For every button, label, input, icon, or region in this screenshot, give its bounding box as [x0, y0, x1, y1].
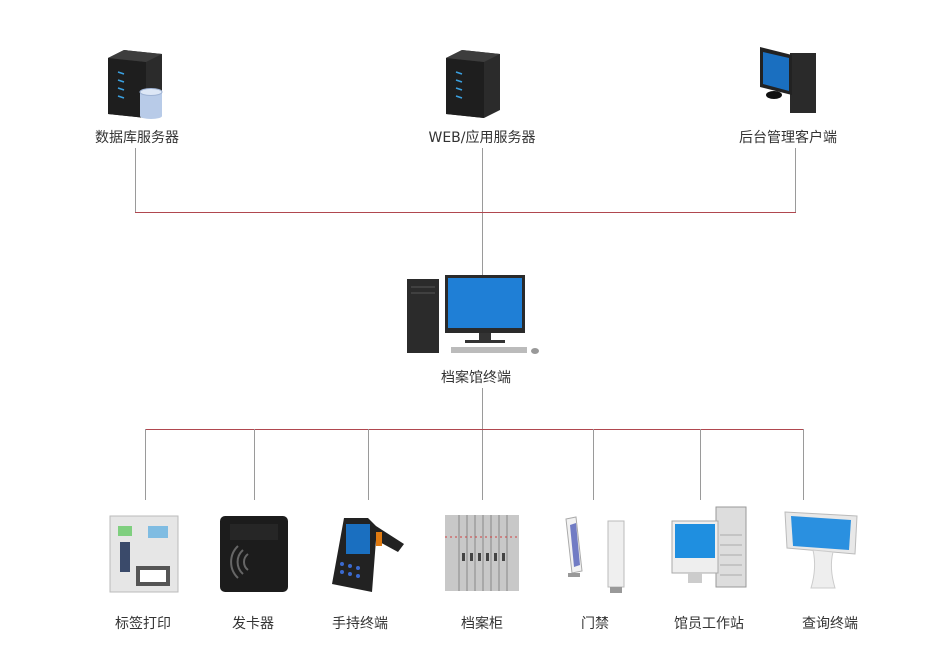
server-label: 后台管理客户端 — [739, 130, 837, 146]
device-bus-line — [145, 429, 804, 430]
handheld-terminal-icon — [328, 514, 408, 594]
label-printer-icon — [108, 514, 180, 594]
connector-device — [368, 429, 369, 500]
connector-admin — [795, 148, 796, 212]
admin-client-icon — [758, 45, 820, 115]
device-label: 手持终端 — [332, 616, 388, 632]
archive-cabinet-icon — [445, 513, 519, 593]
workstation-icon — [670, 505, 750, 589]
card-reader-icon — [218, 514, 290, 594]
device-label: 馆员工作站 — [674, 616, 744, 632]
connector-terminal-down — [482, 388, 483, 500]
device-label: 档案柜 — [461, 616, 503, 632]
kiosk-icon — [783, 508, 863, 592]
connector-device — [254, 429, 255, 500]
server-bus-line — [135, 212, 796, 213]
terminal-label: 档案馆终端 — [441, 370, 511, 386]
device-label: 标签打印 — [115, 616, 171, 632]
connector-device — [593, 429, 594, 500]
database-server-icon — [104, 48, 166, 120]
server-label: 数据库服务器 — [95, 130, 179, 146]
connector-device — [803, 429, 804, 500]
server-label: WEB/应用服务器 — [428, 130, 536, 146]
device-label: 发卡器 — [232, 616, 274, 632]
access-gate-icon — [562, 515, 630, 595]
desktop-computer-icon — [405, 273, 545, 357]
connector-device — [700, 429, 701, 500]
connector-db — [135, 148, 136, 212]
device-label: 门禁 — [581, 616, 609, 632]
connector-device — [145, 429, 146, 500]
web-server-icon — [442, 48, 504, 120]
device-label: 查询终端 — [802, 616, 858, 632]
